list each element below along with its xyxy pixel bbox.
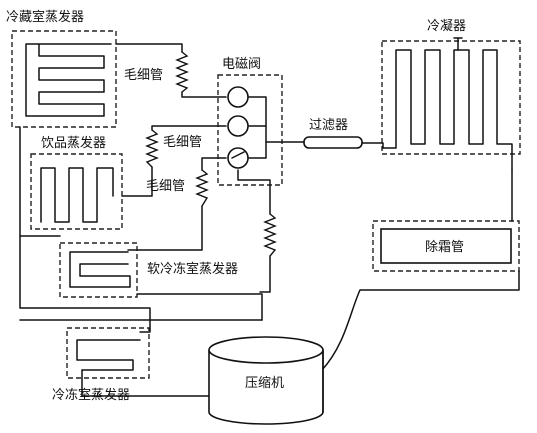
pipe-manifold-low: [248, 141, 267, 159]
pipe-condenser-filter: [361, 142, 384, 149]
freezer-evaporator-box: [66, 327, 150, 379]
solenoid-valve-3-indicator: [231, 151, 245, 159]
beverage-evaporator-coil: [40, 167, 114, 223]
solenoid-valve-2: [227, 115, 249, 137]
pipe-capillary2-valve2: [151, 125, 227, 131]
solenoid-valve-3: [227, 147, 249, 169]
soft-freeze-evaporator-box: [59, 242, 138, 298]
freezer-evaporator-label: 冷冻室蒸发器: [52, 387, 130, 403]
compressor-top: [208, 336, 324, 364]
solenoid-valve-label: 电磁阀: [222, 57, 261, 72]
compressor-body: [208, 350, 324, 425]
freezer-evaporator-coil: [76, 339, 141, 371]
pipe-soft-freeze-to-compressor: [136, 293, 263, 321]
filter-label: 过滤器: [309, 118, 348, 133]
pipe-beverage-capillary: [121, 166, 153, 197]
pipe-filter-manifold: [248, 96, 305, 143]
solenoid-valve-box: [217, 74, 283, 186]
filter: [303, 136, 363, 149]
soft-freeze-evaporator-label: 软冷冻室蒸发器: [147, 261, 238, 277]
capillary-1-label: 毛细管: [124, 68, 163, 83]
pipe-capillary1-valve1: [181, 91, 227, 98]
pipe-capillary3-valve3: [201, 157, 227, 171]
capillary-2-label: 毛细管: [163, 135, 202, 150]
pipe-capillary3-soft: [127, 205, 203, 251]
defrost-tube: [380, 228, 512, 264]
fridge-evaporator-coil: [25, 43, 112, 117]
solenoid-valve-1: [227, 86, 249, 108]
capillary-1-coil: [175, 51, 189, 93]
pipe-soft-freeze-feed: [259, 255, 271, 293]
pipe-fridge-capillary: [115, 43, 183, 53]
pipe-return-main: [19, 126, 151, 333]
pipe-freezer-to-compressor: [81, 369, 213, 397]
fridge-evaporator-box: [11, 30, 117, 128]
defrost-tube-label: 除霜管: [425, 240, 464, 255]
capillary-3-coil: [195, 169, 209, 207]
defrost-tube-box: [372, 220, 520, 272]
condenser-label: 冷凝器: [427, 18, 466, 34]
capillary-3-label: 毛细管: [146, 179, 185, 194]
condenser-coil: [382, 49, 513, 171]
capillary-2-coil: [145, 129, 159, 168]
condenser-box: [381, 40, 521, 155]
compressor-label: 压缩机: [245, 375, 284, 391]
pipe-compressor-defrost: [321, 270, 520, 371]
soft-freeze-evaporator-coil: [69, 251, 131, 288]
capillary-4-coil: [263, 213, 277, 257]
fridge-evaporator-label: 冷藏室蒸发器: [6, 9, 84, 25]
pipe-valve3-down: [237, 169, 271, 215]
beverage-evaporator-box: [30, 153, 123, 230]
beverage-evaporator-label: 饮品蒸发器: [41, 135, 106, 151]
